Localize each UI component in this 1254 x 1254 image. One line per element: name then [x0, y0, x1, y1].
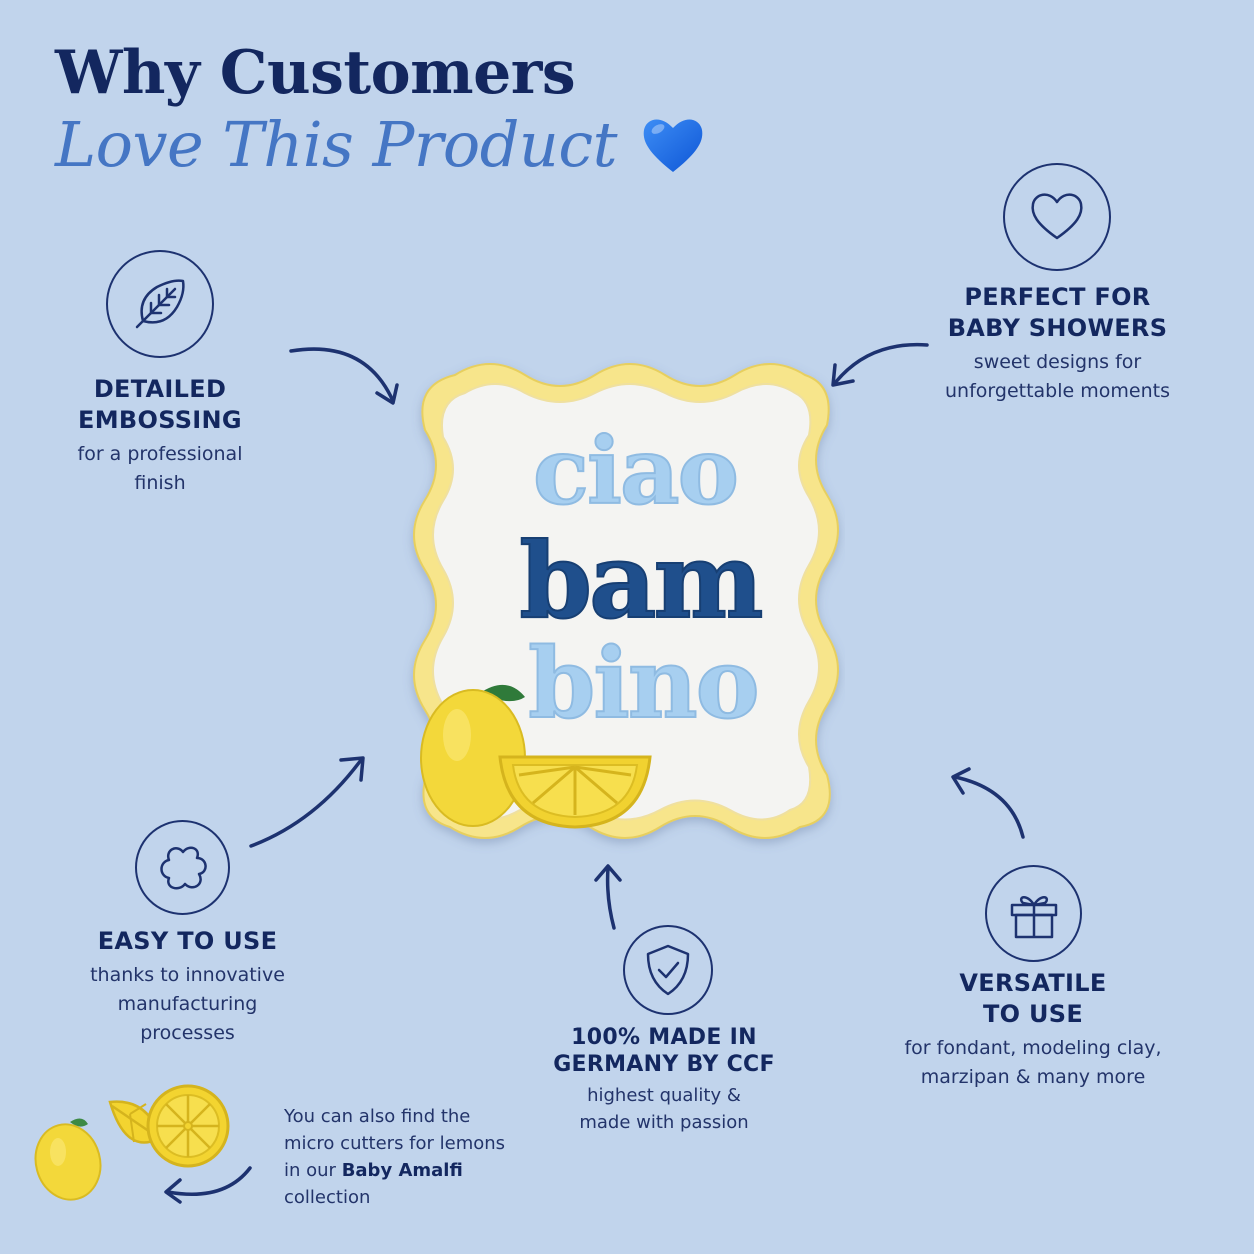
collection-note: You can also find the micro cutters for … — [284, 1103, 524, 1211]
leaf-icon — [135, 279, 185, 329]
feature-embossing: DETAILED EMBOSSING for a professional fi… — [40, 374, 280, 498]
feature-germany-desc: highest quality & made with passion — [579, 1085, 749, 1133]
arrow-easy-icon — [249, 756, 365, 848]
mini-lemon-cutters-image — [34, 1084, 230, 1201]
product-plaque: ciao bam bino — [413, 363, 839, 839]
feature-easy-desc: thanks to innovative manufacturing proce… — [90, 964, 285, 1044]
plaque-word-ciao: ciao — [533, 417, 737, 525]
feature-baby-showers-title: PERFECT FOR BABY SHOWERS — [947, 283, 1168, 342]
arrow-embossing-icon — [289, 347, 399, 405]
feature-germany: 100% MADE IN GERMANY BY CCF highest qual… — [534, 1024, 794, 1136]
plaque-word-bino: bino — [528, 627, 757, 740]
lemon-decoration — [420, 684, 526, 827]
leaf-icon-circle — [106, 250, 214, 358]
feature-embossing-desc: for a professional finish — [77, 443, 243, 494]
arrow-baby-showers-icon — [831, 342, 929, 387]
collection-note-text: You can also find the micro cutters for … — [284, 1106, 506, 1181]
collection-note-text-end: collection — [284, 1187, 371, 1208]
lemon-slice-decoration — [498, 755, 652, 829]
gift-icon-circle — [985, 865, 1082, 962]
blue-heart-emoji-icon — [643, 119, 703, 172]
feature-easy-title: EASY TO USE — [97, 927, 278, 955]
feature-versatile-title: VERSATILE TO USE — [959, 969, 1107, 1028]
feature-baby-showers: PERFECT FOR BABY SHOWERS sweet designs f… — [920, 282, 1195, 406]
shield-check-icon-circle — [623, 925, 713, 1015]
feature-easy: EASY TO USE thanks to innovative manufac… — [60, 926, 315, 1048]
flower-shape-icon-circle — [135, 820, 230, 915]
page-title-line1: Why Customers — [55, 38, 576, 108]
heart-icon-circle — [1003, 163, 1111, 271]
feature-embossing-title: DETAILED EMBOSSING — [78, 375, 242, 434]
mini-lemon-icon — [34, 1118, 102, 1201]
plaque-inner-panel — [432, 383, 820, 821]
arrow-germany-icon — [594, 864, 622, 930]
collection-link[interactable]: Baby Amalfi — [341, 1160, 463, 1181]
arrow-versatile-icon — [951, 767, 1025, 839]
gift-icon — [1010, 895, 1057, 938]
heart-icon — [1031, 193, 1083, 240]
arrow-note-icon — [164, 1166, 252, 1204]
feature-versatile-desc: for fondant, modeling clay, marzipan & m… — [904, 1037, 1162, 1088]
mini-lemon-round-slice-icon — [146, 1084, 230, 1168]
page-title-line2: Love This Product — [55, 108, 618, 181]
feature-baby-showers-desc: sweet designs for unforgettable moments — [945, 351, 1170, 402]
feature-versatile: VERSATILE TO USE for fondant, modeling c… — [880, 968, 1186, 1092]
plaque-word-bam: bam — [519, 519, 761, 642]
flower-shape-icon — [159, 846, 207, 889]
shield-check-icon — [646, 944, 690, 996]
feature-germany-title: 100% MADE IN GERMANY BY CCF — [553, 1025, 775, 1077]
